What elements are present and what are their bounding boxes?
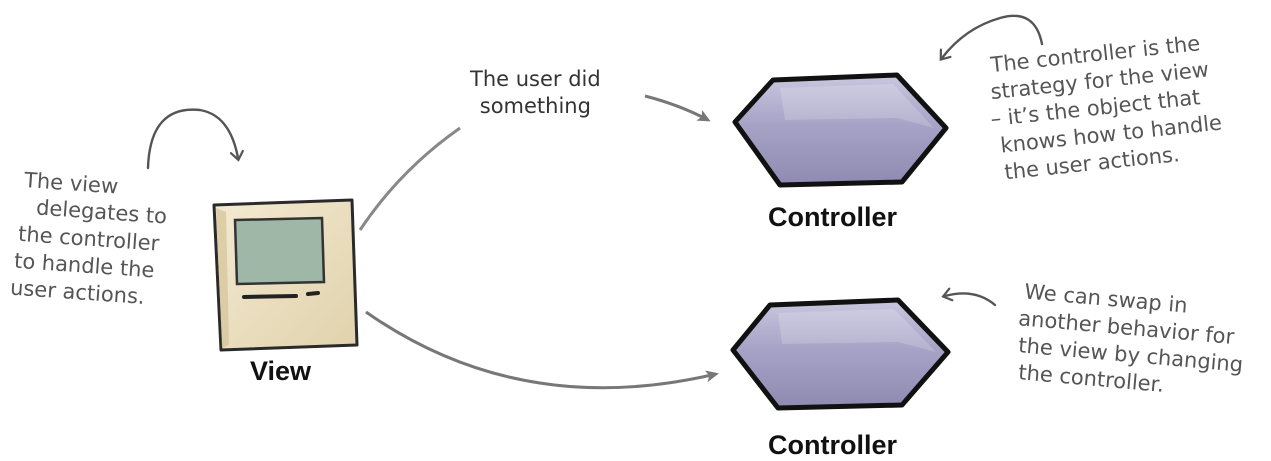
arrow-user-action <box>644 94 711 122</box>
user-action-note: The user did something <box>470 66 601 120</box>
arrow-view-to-top-controller-curve <box>358 126 461 231</box>
swap-behavior-note: We can swap in another behavior for the … <box>1017 279 1244 396</box>
arrow-view-to-bottom-controller <box>365 310 719 390</box>
pointer-arrow-strategy-note <box>939 14 1044 62</box>
controller-label-bottom: Controller <box>768 430 898 460</box>
controller-strategy-note: The controller is the strategy for the v… <box>989 31 1223 184</box>
view-label: View <box>250 356 312 386</box>
view-delegates-note: The view delegates to the controller to … <box>9 168 167 309</box>
pointer-arrow-view-note <box>146 108 244 170</box>
controller-hexagon-icon <box>730 297 951 411</box>
computer-view-icon <box>212 198 359 352</box>
note-line: something <box>479 94 591 118</box>
pointer-arrow-swap-note <box>941 287 997 307</box>
controller-hexagon-icon <box>732 72 949 188</box>
controller-label-top: Controller <box>768 202 898 232</box>
note-line: The user did <box>470 67 601 91</box>
